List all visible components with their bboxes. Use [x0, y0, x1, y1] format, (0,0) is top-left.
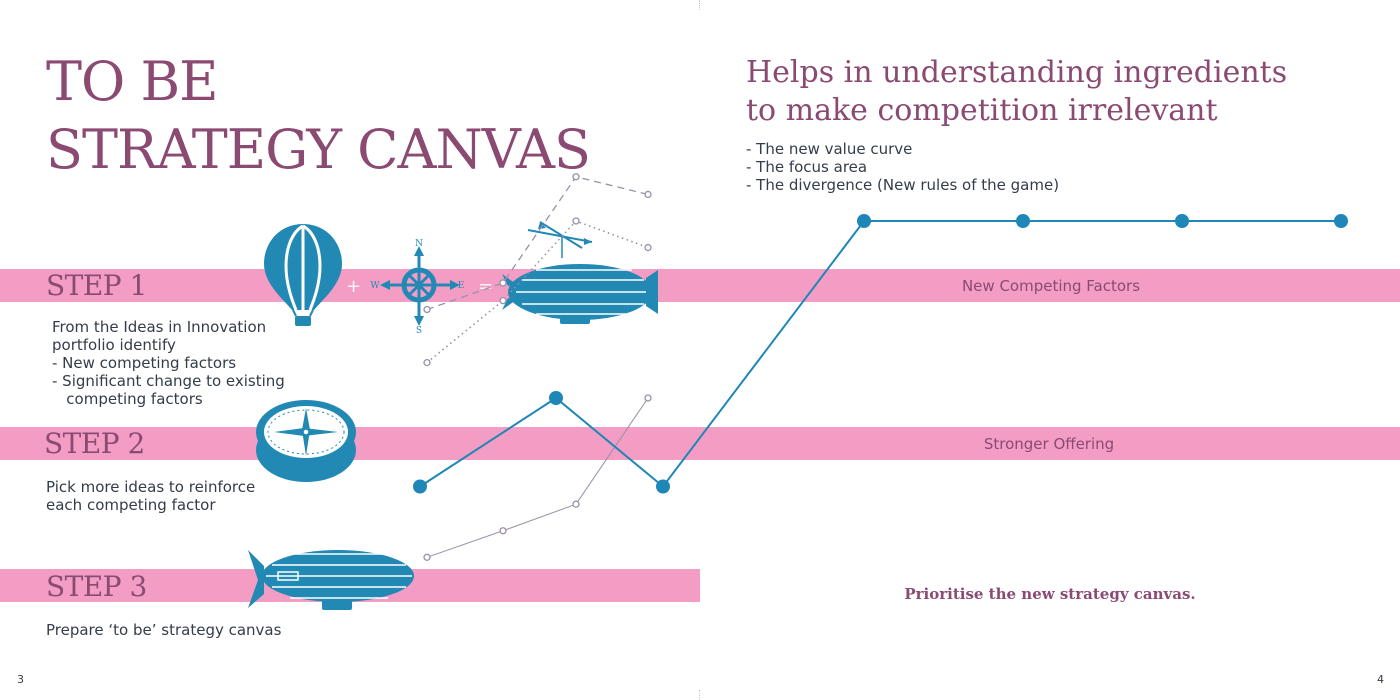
- step-1-line: competing factors: [52, 390, 203, 408]
- new-value-curve-point: [656, 479, 670, 494]
- plus-sign: +: [346, 276, 362, 297]
- grey-curve-point: [499, 279, 507, 287]
- step-1-line: - New competing factors: [52, 354, 237, 372]
- benefit-item: - The focus area: [746, 158, 868, 176]
- new-competing-factors-label: New Competing Factors: [961, 277, 1141, 295]
- step-2-band: [0, 427, 1400, 460]
- compass-n-letter: N: [415, 239, 423, 249]
- step-2-description: Pick more ideas to reinforce each compet…: [46, 478, 255, 514]
- grey-curve-line-1: [426, 176, 649, 311]
- grey-curve-point: [423, 305, 431, 314]
- grey-curve-line-2: [426, 220, 649, 364]
- page-number-right: 4: [1377, 673, 1384, 686]
- stronger-offering-label: Stronger Offering: [983, 435, 1115, 453]
- step-2-line: Pick more ideas to reinforce: [46, 478, 256, 496]
- benefit-item: - The divergence (New rules of the game): [746, 176, 1060, 194]
- grey-curve-point: [423, 553, 431, 561]
- grey-curve-point: [423, 358, 431, 367]
- new-value-curve-point: [1175, 214, 1189, 228]
- headline-line-1: Helps in understanding ingredients: [746, 55, 1288, 90]
- new-value-curve-point: [1016, 214, 1030, 228]
- hot-air-balloon-icon: [264, 224, 342, 326]
- step-3-description: Prepare ‘to be’ strategy canvas: [46, 621, 281, 639]
- ship-wheel-compass-icon: N S W E: [370, 239, 465, 336]
- pocket-compass-icon: [256, 400, 356, 482]
- prioritise-note: Prioritise the new strategy canvas.: [904, 585, 1196, 603]
- airship-icon: [248, 550, 414, 610]
- spine-mark-top: [699, 0, 700, 10]
- new-value-curve-line: [419, 220, 1341, 488]
- grey-curve-point: [572, 500, 580, 508]
- equals-sign: =: [478, 276, 494, 297]
- grey-curve-point: [499, 527, 507, 535]
- step-1-line: - Significant change to existing: [52, 372, 285, 390]
- step-2-label: STEP 2: [44, 427, 145, 460]
- step-3-label: STEP 3: [46, 570, 147, 603]
- grey-curve-point: [572, 173, 580, 181]
- step-1-line: portfolio identify: [52, 336, 176, 354]
- page-title: TO BE STRATEGY CANVAS: [46, 48, 591, 184]
- step-1-label: STEP 1: [46, 269, 147, 302]
- page-number-left: 3: [17, 673, 24, 686]
- grey-curve-point: [499, 296, 507, 305]
- new-value-curve-point: [1334, 214, 1348, 228]
- grey-curve-point: [644, 243, 652, 252]
- new-value-curve-point: [857, 214, 871, 228]
- headline-line-2: to make competition irrelevant: [746, 93, 1218, 128]
- step-3-line: Prepare ‘to be’ strategy canvas: [46, 621, 282, 639]
- step-1-band: [0, 269, 1400, 302]
- benefit-item: - The new value curve: [746, 140, 913, 158]
- new-value-curve-point: [413, 479, 427, 494]
- compass-w-letter: W: [370, 281, 380, 291]
- page-title-line-1: TO BE: [46, 50, 219, 113]
- grey-curve-point: [572, 217, 580, 225]
- compass-e-letter: E: [458, 281, 465, 291]
- page-title-line-2: STRATEGY CANVAS: [46, 118, 591, 181]
- step-2-line: each competing factor: [46, 496, 216, 514]
- step-1-line: From the Ideas in Innovation: [52, 318, 267, 336]
- grey-curve-point: [644, 190, 652, 199]
- grey-curve-line-3: [426, 397, 649, 558]
- headline: Helps in understanding ingredients to ma…: [746, 54, 1287, 130]
- benefit-list: - The new value curve - The focus area -…: [746, 140, 1059, 194]
- compass-s-letter: S: [416, 326, 422, 336]
- grey-curve-point: [644, 394, 652, 402]
- new-value-curve-point: [549, 391, 563, 405]
- step-1-description: From the Ideas in Innovation portfolio i…: [52, 318, 285, 408]
- spine-mark-bottom: [699, 690, 700, 700]
